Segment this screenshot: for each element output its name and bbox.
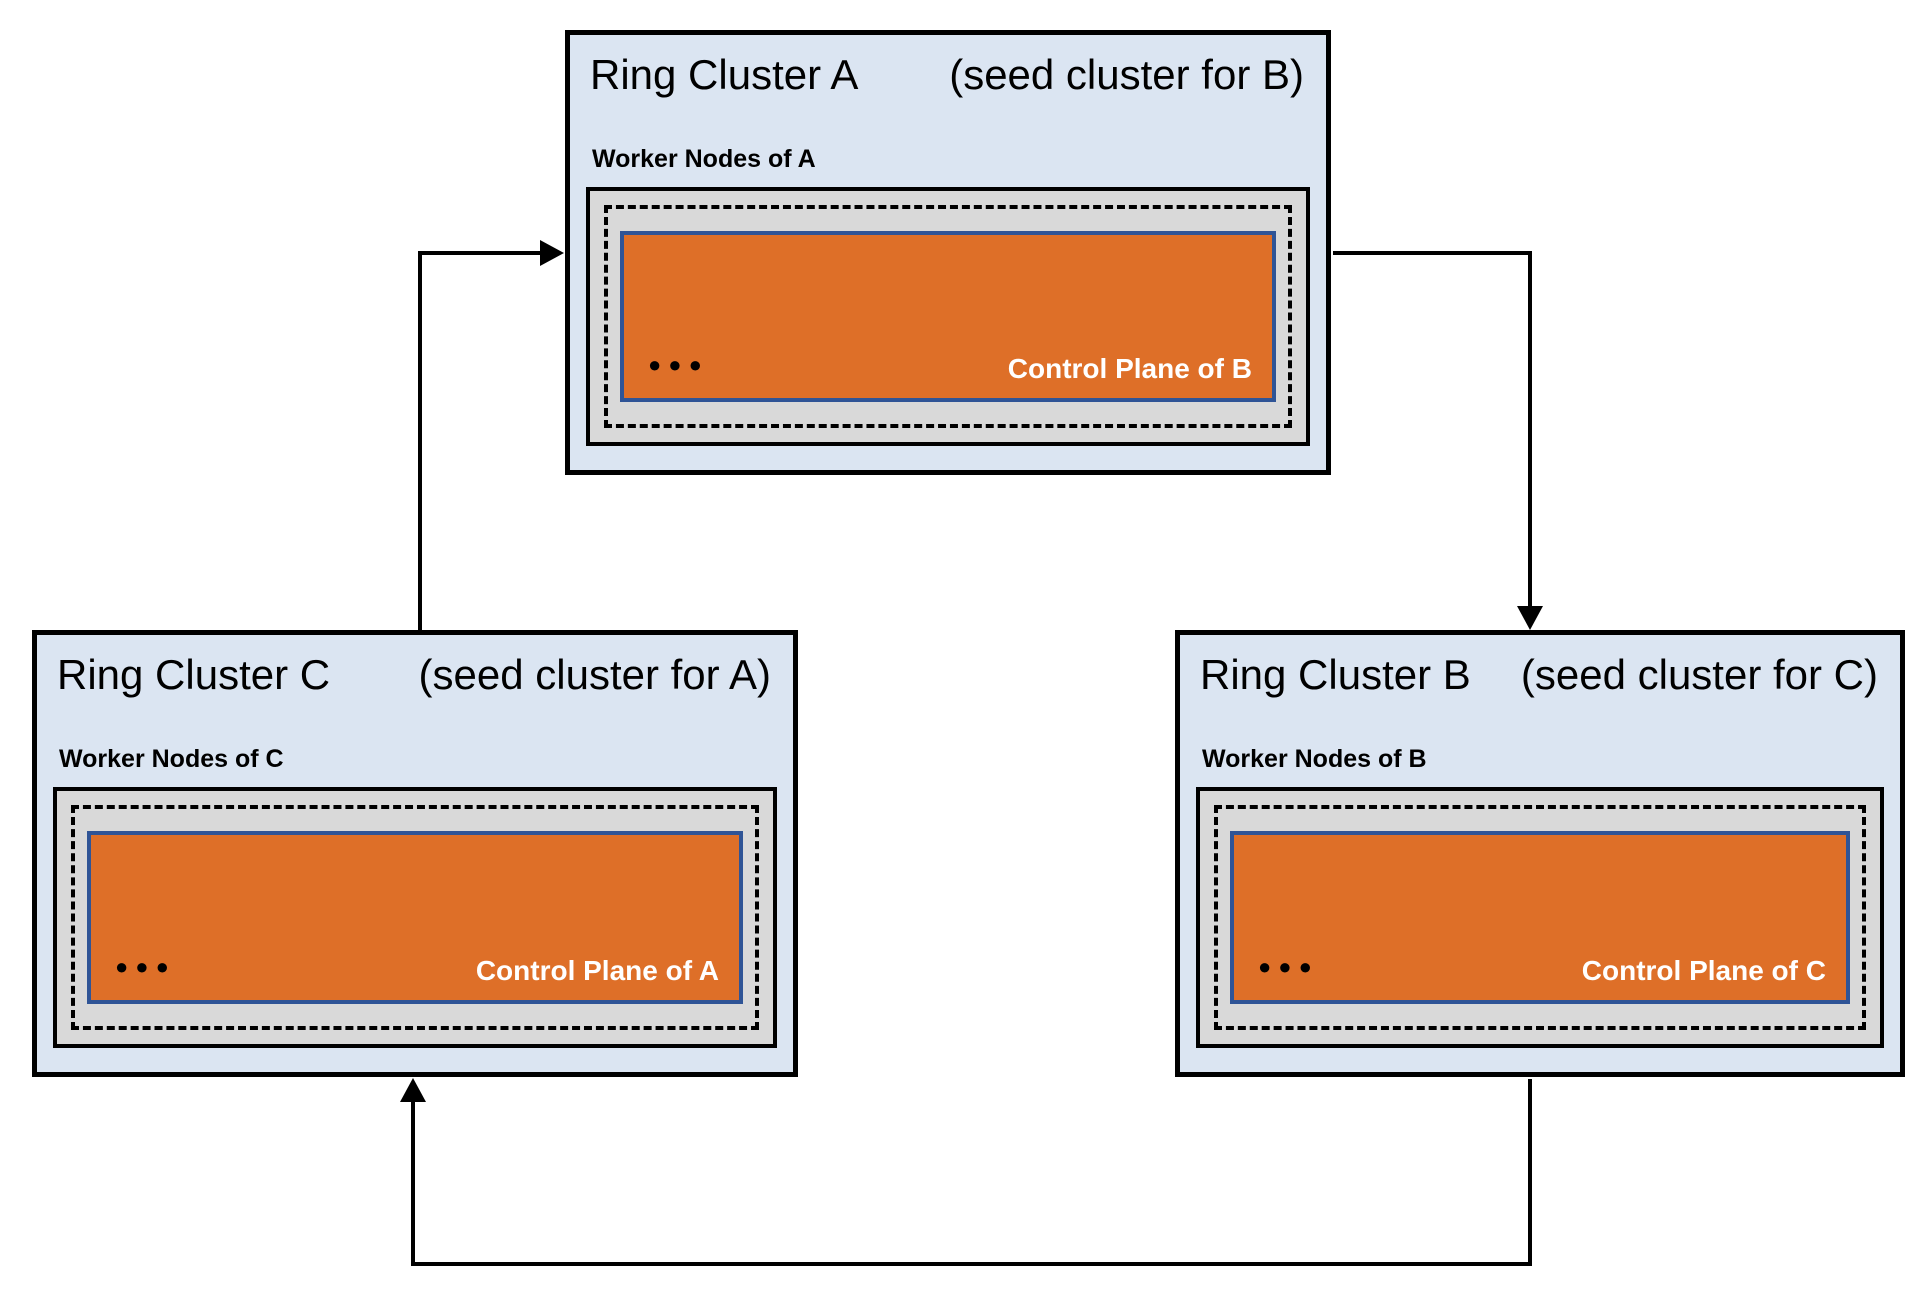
ring-cluster-b-title-row: Ring Cluster B (seed cluster for C) bbox=[1200, 651, 1878, 699]
worker-nodes-of-a-label: Worker Nodes of A bbox=[592, 145, 816, 173]
control-plane-of-a-box: ●●● Control Plane of A bbox=[87, 831, 743, 1004]
ring-cluster-b-title: Ring Cluster B bbox=[1200, 651, 1471, 698]
arrow-c-to-a-icon bbox=[418, 240, 564, 632]
worker-nodes-of-b-dashed-boundary: ●●● Control Plane of C bbox=[1214, 805, 1866, 1030]
control-plane-of-b-box: ●●● Control Plane of B bbox=[620, 231, 1276, 402]
ellipsis-dots: ●●● bbox=[115, 954, 176, 979]
ring-cluster-b-box: Ring Cluster B (seed cluster for C) Work… bbox=[1175, 630, 1905, 1077]
worker-nodes-of-a-box: ●●● Control Plane of B bbox=[586, 187, 1310, 446]
ring-cluster-a-box: Ring Cluster A (seed cluster for B) Work… bbox=[565, 30, 1331, 475]
worker-nodes-of-c-label: Worker Nodes of C bbox=[59, 745, 284, 773]
ring-cluster-c-title-row: Ring Cluster C (seed cluster for A) bbox=[57, 651, 771, 699]
worker-nodes-of-c-dashed-boundary: ●●● Control Plane of A bbox=[71, 805, 759, 1030]
control-plane-of-c-label: Control Plane of C bbox=[1581, 955, 1826, 987]
worker-nodes-of-a-dashed-boundary: ●●● Control Plane of B bbox=[604, 205, 1292, 428]
ellipsis-dots: ●●● bbox=[1258, 954, 1319, 979]
arrow-a-to-b-icon bbox=[1333, 251, 1543, 630]
ring-cluster-a-title: Ring Cluster A bbox=[590, 51, 859, 98]
ring-cluster-c-box: Ring Cluster C (seed cluster for A) Work… bbox=[32, 630, 798, 1077]
control-plane-of-c-box: ●●● Control Plane of C bbox=[1230, 831, 1850, 1004]
arrow-b-to-c-icon bbox=[400, 1078, 1532, 1266]
ellipsis-dots: ●●● bbox=[648, 352, 709, 377]
ring-cluster-a-seed-note: (seed cluster for B) bbox=[949, 51, 1304, 98]
ring-cluster-c-seed-note: (seed cluster for A) bbox=[418, 651, 771, 698]
worker-nodes-of-c-box: ●●● Control Plane of A bbox=[53, 787, 777, 1048]
control-plane-of-b-label: Control Plane of B bbox=[1007, 353, 1252, 385]
ring-cluster-a-title-row: Ring Cluster A (seed cluster for B) bbox=[590, 51, 1304, 99]
worker-nodes-of-b-label: Worker Nodes of B bbox=[1202, 745, 1427, 773]
ring-cluster-c-title: Ring Cluster C bbox=[57, 651, 331, 698]
worker-nodes-of-b-box: ●●● Control Plane of C bbox=[1196, 787, 1884, 1048]
ring-cluster-b-seed-note: (seed cluster for C) bbox=[1520, 651, 1878, 698]
control-plane-of-a-label: Control Plane of A bbox=[475, 955, 719, 987]
